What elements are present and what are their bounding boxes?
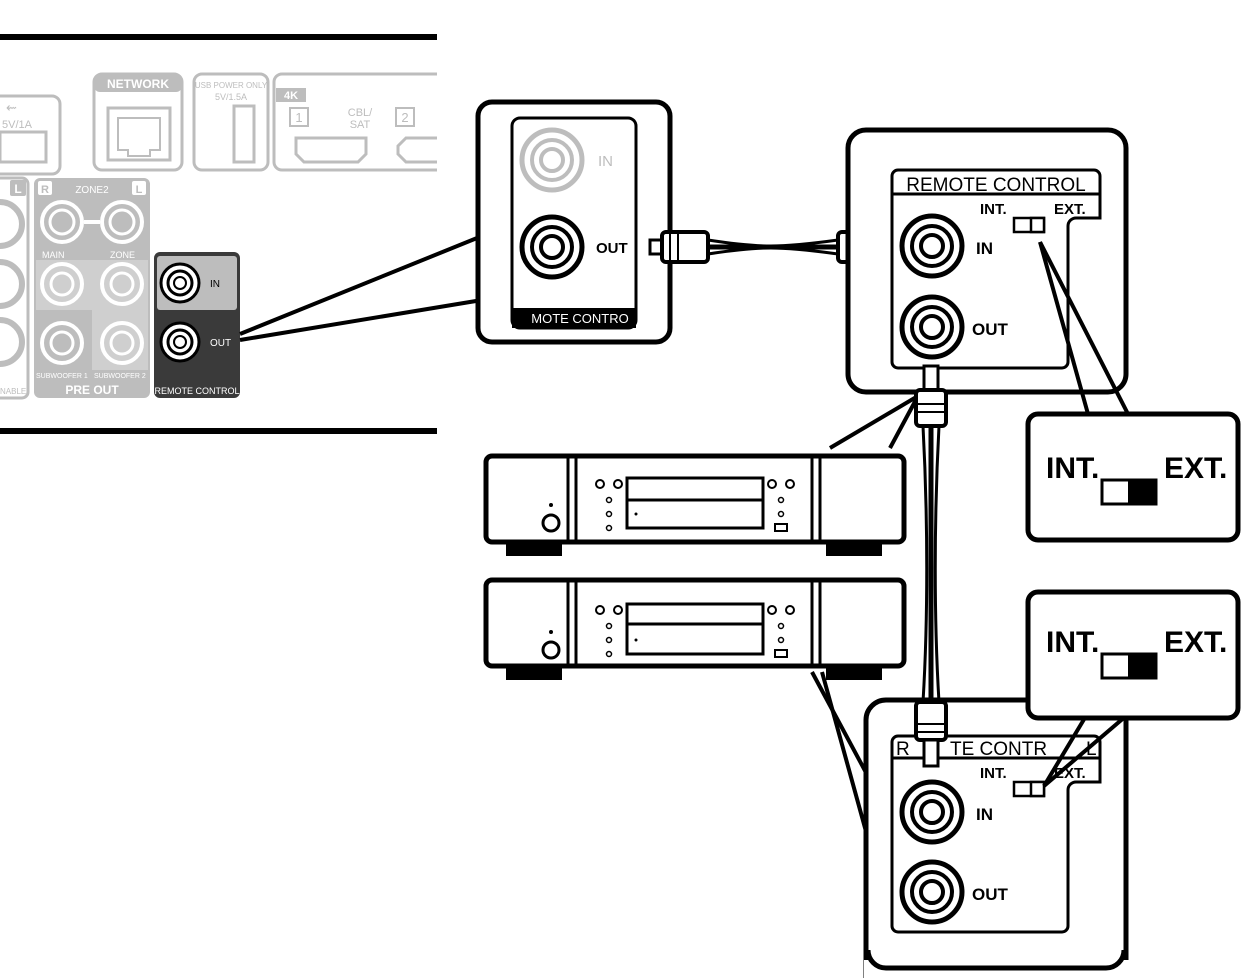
usb-symbol-icon: ⇜: [6, 100, 17, 115]
usb-rating-label: 5V/1A: [2, 119, 33, 131]
rca-plug-bottom: [914, 700, 948, 768]
hdmi-port-2: [396, 136, 437, 164]
device-unit-bottom: [483, 577, 907, 680]
usb-power-block: USB POWER ONLY 5V/1.5A: [192, 72, 270, 172]
callout-bottom-switch: INT. EXT.: [1025, 589, 1241, 721]
main-label: MAIN: [42, 250, 65, 260]
usb-power-port: [232, 104, 256, 164]
hdmi-block: 4K 1 CBL/ SAT 2: [272, 72, 437, 172]
zone2-r-badge: R: [41, 184, 49, 196]
subwoofer1-label: SUBWOOFER 1: [36, 373, 88, 380]
callout-top-int-label: INT.: [1046, 452, 1099, 485]
zone2-l-badge: L: [136, 184, 143, 196]
network-port-block: NETWORK: [92, 72, 184, 172]
device-bottom-rc-title-end: L: [1086, 739, 1097, 760]
zone2-label: ZONE2: [75, 185, 109, 196]
ethernet-port: [106, 106, 172, 162]
device-top-in-label: IN: [976, 239, 993, 258]
zoom-rc-label: MOTE CONTRO: [531, 311, 629, 326]
device-top-remote-zoom: REMOTE CONTROL INT. EXT. IN OUT: [845, 127, 1129, 395]
rear-rc-label: REMOTE CONTROL: [154, 386, 239, 396]
disc-tray: [625, 476, 765, 530]
device-bottom-int-label: INT.: [980, 765, 1007, 782]
hdmi-1-label: 1: [295, 110, 302, 125]
left-l-badge: L: [14, 182, 21, 196]
device-top-int-label: INT.: [980, 201, 1007, 218]
usb-port: [0, 130, 48, 164]
hdmi-cbl-line1: CBL/: [348, 107, 373, 119]
rear-remote-control-block: IN OUT REMOTE CONTROL: [154, 252, 240, 398]
zone2-preout-block: R ZONE2 L MAIN ZONE SUBWOOFER 1 SUBWOOFE…: [34, 178, 150, 398]
device-top-out-label: OUT: [972, 320, 1009, 339]
receiver-rear-panel: ⇜ 5V/1A NETWORK USB POWER ONLY 5V/1.5A 4…: [0, 34, 483, 434]
hdmi-4k-label: 4K: [284, 90, 298, 102]
device-bottom-rc-title-left: R: [896, 739, 910, 760]
device-bottom-rc-title: TE CONTR: [950, 739, 1047, 760]
receiver-remote-zoom: IN OUT MOTE CONTRO: [475, 99, 673, 345]
hdmi-2-label: 2: [401, 110, 408, 125]
rear-rc-out-label: OUT: [210, 338, 231, 349]
left-jacks-column: L NABLE): [0, 176, 30, 400]
zoom-in-label: IN: [598, 153, 613, 170]
nable-label: NABLE): [0, 387, 29, 396]
callout-top-switch: INT. EXT.: [1025, 411, 1241, 543]
zoom-out-label: OUT: [596, 240, 628, 257]
power-button-icon: [541, 513, 561, 533]
usb-port-block: ⇜ 5V/1A: [0, 94, 62, 176]
network-label: NETWORK: [107, 77, 169, 91]
hdmi-port-1: [294, 136, 368, 164]
disc-tray: [625, 602, 765, 656]
device-bottom-remote-zoom: R TE CONTR L INT. EXT. IN OUT: [863, 697, 1130, 978]
device-bottom-in-label: IN: [976, 805, 993, 824]
subwoofer2-label: SUBWOOFER 2: [94, 373, 146, 380]
pre-out-label: PRE OUT: [65, 383, 119, 397]
device-bottom-out-label: OUT: [972, 885, 1009, 904]
callout-bottom-int-label: INT.: [1046, 626, 1099, 659]
callout-top-ext-label: EXT.: [1164, 452, 1227, 485]
usb-power-line2: 5V/1.5A: [215, 92, 247, 102]
usb-power-line1: USB POWER ONLY: [195, 81, 268, 90]
hdmi-cbl-line2: SAT: [350, 119, 371, 131]
zone-label: ZONE: [110, 250, 135, 260]
device-top-ext-label: EXT.: [1054, 201, 1086, 218]
device-unit-top: [483, 453, 907, 556]
callout-bottom-ext-label: EXT.: [1164, 626, 1227, 659]
device-top-rc-title: REMOTE CONTROL: [906, 175, 1085, 196]
power-button-icon: [541, 640, 561, 660]
rear-rc-in-label: IN: [210, 279, 220, 290]
